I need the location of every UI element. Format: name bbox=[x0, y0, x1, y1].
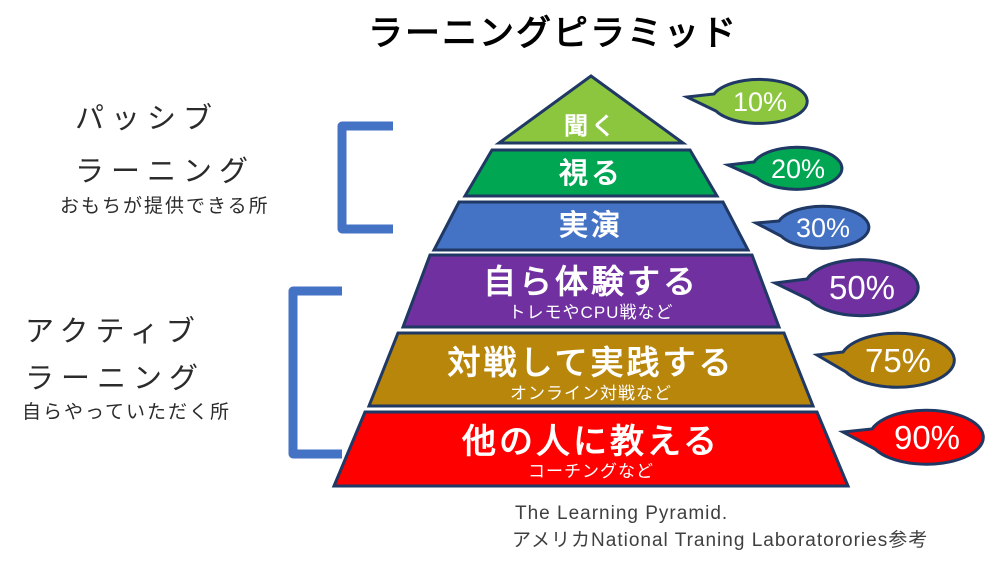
passive-learning-label-line1: パッシブ bbox=[75, 102, 219, 135]
pyramid-level-4-shape bbox=[400, 253, 782, 329]
percent-bubble-75-label: 75% bbox=[865, 342, 931, 379]
pyramid-level-1-label: 聞く bbox=[564, 113, 618, 140]
page-title: ラーニングピラミッド bbox=[368, 14, 738, 53]
passive-learning-note: おもちが提供できる所 bbox=[60, 195, 270, 217]
percent-bubble-90-shape bbox=[837, 408, 985, 466]
pyramid-level-5-label: 対戦して実践する bbox=[447, 344, 734, 381]
pyramid-level-2-shape bbox=[462, 148, 720, 198]
pyramid-level-6-shape bbox=[331, 410, 851, 488]
active-learning-label-line2: ラーニング bbox=[25, 362, 205, 395]
pyramid-level-6-sublabel: コーチングなど bbox=[528, 462, 654, 481]
pyramid-level-4-sublabel: トレモやCPU戦など bbox=[509, 303, 674, 322]
pyramid-level-2-label: 視る bbox=[559, 157, 623, 190]
pyramid-level-1-shape bbox=[494, 74, 688, 145]
pyramid-level-3-label: 実演 bbox=[559, 209, 623, 242]
percent-bubble-20-label: 20% bbox=[771, 154, 825, 184]
pyramid-level-5-shape bbox=[366, 331, 816, 408]
percent-bubble-30-label: 30% bbox=[796, 213, 850, 243]
caption-line2: アメリカNational Traning Laboratorories参考 bbox=[512, 529, 928, 551]
pyramid-level-4-label: 自ら体験する bbox=[483, 263, 699, 300]
passive-bracket bbox=[337, 121, 393, 234]
percent-bubble-30-shape bbox=[750, 204, 871, 250]
active-bracket bbox=[288, 286, 342, 459]
passive-learning-label-line2: ラーニング bbox=[75, 155, 255, 188]
percent-bubble-10-shape bbox=[681, 77, 809, 125]
percent-bubble-90-label: 90% bbox=[894, 419, 960, 456]
active-learning-label-line1: アクティブ bbox=[25, 315, 202, 348]
pyramid-level-3-shape bbox=[431, 200, 751, 252]
pyramid-level-6-label: 他の人に教える bbox=[461, 423, 720, 461]
percent-bubble-10-label: 10% bbox=[733, 87, 787, 117]
percent-bubble-75-shape bbox=[812, 331, 956, 389]
caption-line1: The Learning Pyramid. bbox=[515, 503, 728, 524]
percent-bubble-20-shape bbox=[722, 145, 844, 191]
percent-bubble-50-shape bbox=[769, 258, 920, 318]
active-learning-note: 自らやっていただく所 bbox=[22, 401, 231, 423]
percent-bubble-50-label: 50% bbox=[829, 269, 895, 306]
pyramid-level-5-sublabel: オンライン対戦など bbox=[510, 384, 672, 403]
